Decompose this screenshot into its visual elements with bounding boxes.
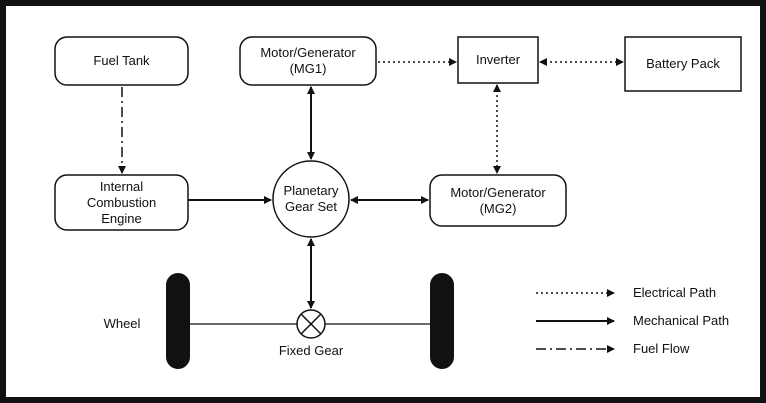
ice-label: Internal Combustion Engine	[86, 178, 157, 226]
fuel-tank-box	[54, 36, 189, 86]
mg1-box	[239, 36, 377, 86]
battery-pack-box	[624, 36, 742, 92]
legend-fuel-label: Fuel Flow	[633, 341, 690, 356]
inverter-label: Inverter	[475, 52, 521, 67]
legend-electrical-label: Electrical Path	[633, 285, 717, 300]
planetary-gear-circle	[272, 160, 350, 238]
battery-pack-label: Battery Pack	[646, 56, 720, 71]
planetary-gear-label: Planetary Gear Set	[283, 183, 339, 214]
wheel-right	[430, 273, 454, 369]
ice-box	[54, 174, 189, 231]
wheel-left	[166, 273, 190, 369]
legend-mechanical-label: Mechanical Path	[633, 313, 730, 328]
inverter-box	[457, 36, 539, 84]
mg1-label: Motor/Generator (MG1)	[260, 45, 356, 76]
fixed-gear-label: Fixed Gear	[278, 343, 344, 358]
fixed-gear-symbol	[296, 309, 326, 339]
mg2-label: Motor/Generator (MG2)	[450, 184, 546, 216]
fuel-tank-label: Fuel Tank	[93, 53, 150, 68]
wheel-label: Wheel	[103, 316, 141, 331]
mg2-box	[429, 174, 567, 227]
